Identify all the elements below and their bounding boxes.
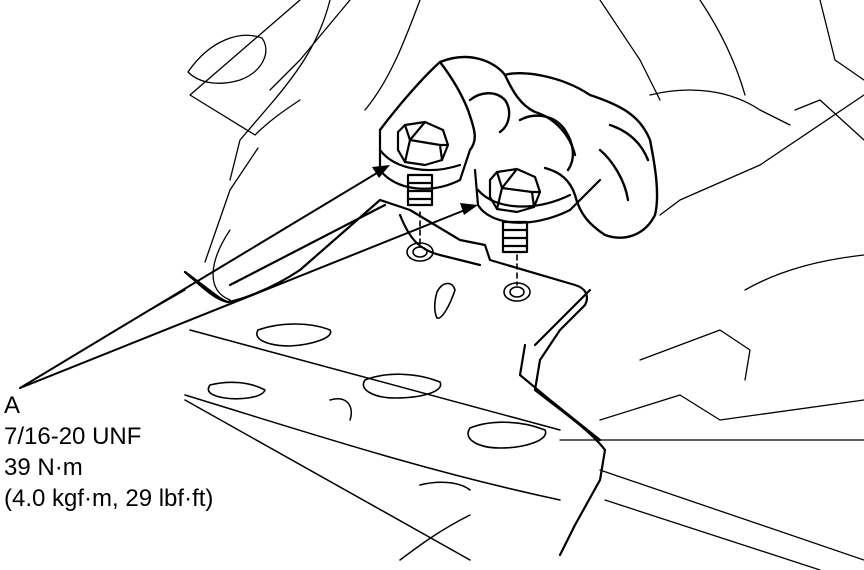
callout-leaders bbox=[19, 165, 478, 389]
mounting-bracket bbox=[183, 198, 607, 557]
frame-rail bbox=[184, 329, 561, 561]
torque-alternate-units: (4.0 kgf·m, 29 lbf·ft) bbox=[4, 485, 214, 512]
background-contours bbox=[149, 0, 864, 570]
callout-letter: A bbox=[4, 392, 21, 419]
bolt-left bbox=[396, 120, 450, 207]
thread-spec: 7/16-20 UNF bbox=[4, 423, 142, 450]
rubber-mount bbox=[378, 55, 659, 239]
leader-line-right-bolt bbox=[19, 207, 471, 389]
arrowhead-right-icon bbox=[460, 203, 478, 215]
bolt-right bbox=[488, 167, 542, 254]
arrowhead-left-icon bbox=[372, 165, 390, 178]
bolt-clamp-plates bbox=[378, 128, 602, 224]
leader-line-left-bolt bbox=[19, 169, 383, 389]
torque-metric: 39 N·m bbox=[4, 454, 83, 481]
bracket-slots bbox=[207, 282, 547, 491]
bolt-holes bbox=[406, 211, 531, 302]
callout-label: A 7/16-20 UNF 39 N·m (4.0 kgf·m, 29 lbf·… bbox=[4, 390, 213, 514]
